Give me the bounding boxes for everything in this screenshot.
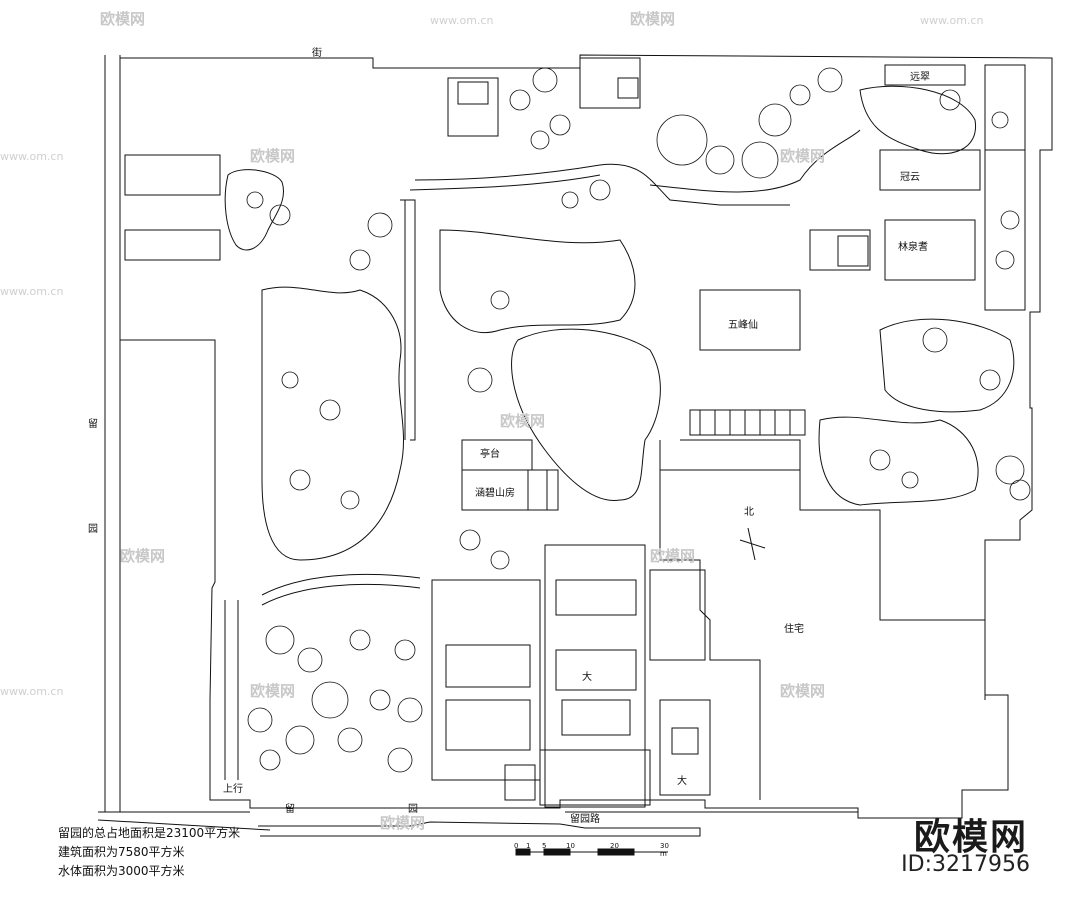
label-tower: 远翠 bbox=[910, 72, 930, 83]
watermark-tile: 欧模网 bbox=[250, 682, 296, 700]
watermark-url: www.om.cn bbox=[0, 685, 64, 698]
label-residential: 住宅 bbox=[784, 624, 804, 635]
residential-area bbox=[680, 439, 986, 700]
watermark-tile: 欧模网 bbox=[500, 412, 546, 430]
label-da-1: 大 bbox=[582, 672, 592, 683]
watermark-tile: 欧模网 bbox=[100, 10, 146, 28]
watermark-url: www.om.cn bbox=[0, 285, 64, 298]
site-boundary bbox=[119, 54, 1053, 819]
watermark-tile: 欧模网 bbox=[380, 814, 426, 832]
watermark-tile: 欧模网 bbox=[780, 682, 826, 700]
watermark-tile: 欧模网 bbox=[780, 147, 826, 165]
watermark-tile: 欧模网 bbox=[630, 10, 676, 28]
label-lane-2: 园 bbox=[408, 804, 418, 815]
label-north: 北 bbox=[744, 507, 754, 518]
label-side-road: 街 bbox=[312, 48, 322, 59]
label-guanyun: 冠云 bbox=[900, 172, 920, 183]
watermark-tile: 欧模网 bbox=[650, 547, 696, 565]
watermark-url: www.om.cn bbox=[920, 14, 984, 27]
label-west-road: 留 bbox=[88, 419, 98, 430]
label-west-road-2: 园 bbox=[88, 524, 98, 535]
label-hall-3: 涵碧山房 bbox=[475, 488, 515, 499]
label-hall-1: 五峰仙 bbox=[728, 320, 758, 331]
watermark-url: www.om.cn bbox=[430, 14, 494, 27]
note-building-area: 建筑面积为7580平方米 bbox=[58, 845, 185, 859]
label-hall-2: 林泉耆 bbox=[898, 242, 928, 253]
label-lane: 留 bbox=[285, 804, 295, 815]
label-bottom-left: 上行 bbox=[223, 784, 243, 795]
watermark-logo: 欧模网 bbox=[913, 817, 1028, 858]
note-water-area: 水体面积为3000平方米 bbox=[58, 864, 185, 878]
label-da-2: 大 bbox=[677, 776, 687, 787]
central-pond bbox=[511, 328, 661, 501]
watermark-tile: 欧模网 bbox=[120, 547, 166, 565]
watermark-id: ID:3217956 bbox=[901, 852, 1030, 877]
watermark-url: www.om.cn bbox=[0, 150, 64, 163]
label-road-south: 留园路 bbox=[570, 814, 600, 825]
label-pavilion: 亭台 bbox=[480, 449, 500, 460]
scale-bar bbox=[515, 848, 668, 856]
watermark-tile: 欧模网 bbox=[250, 147, 296, 165]
note-total-area: 留园的总占地面积是23100平方米 bbox=[58, 826, 241, 840]
